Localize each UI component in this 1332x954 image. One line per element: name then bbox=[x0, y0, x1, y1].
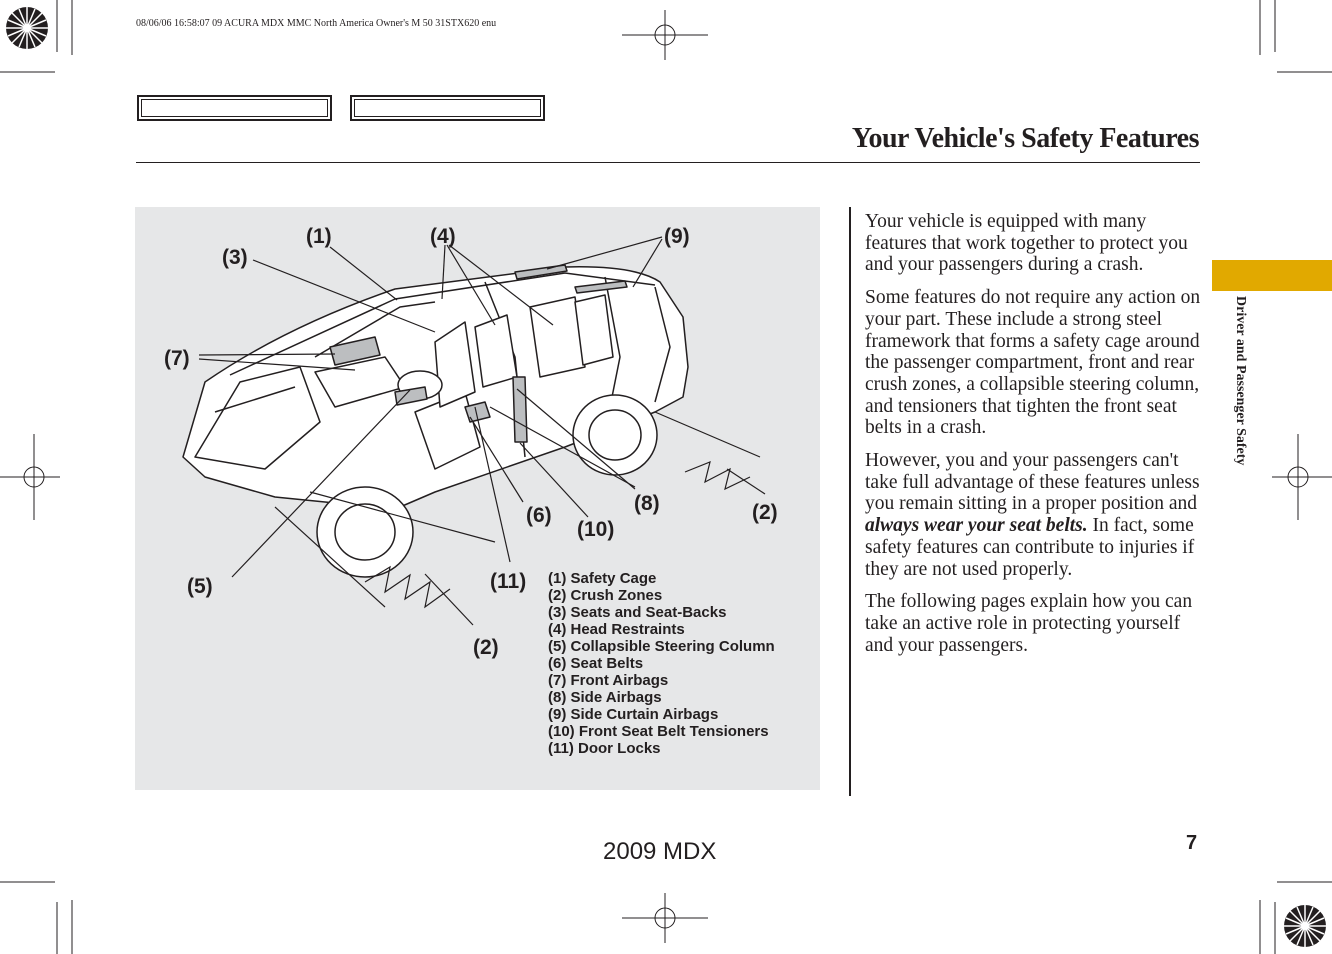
legend-item: (9) Side Curtain Airbags bbox=[548, 706, 719, 723]
section-tab-label: Driver and Passenger Safety bbox=[1226, 296, 1250, 536]
legend-item: (4) Head Restraints bbox=[548, 621, 685, 638]
footer-model: 2009 MDX bbox=[603, 838, 717, 865]
paragraph-3-text-end: In fact, some safety features can contri… bbox=[865, 515, 1195, 580]
paragraph-1: Your vehicle is equipped with many featu… bbox=[865, 211, 1188, 276]
title-rule bbox=[136, 162, 1200, 163]
callout-11: (11) bbox=[490, 570, 527, 593]
legend-item: (5) Collapsible Steering Column bbox=[548, 638, 775, 655]
legend-item: (11) Door Locks bbox=[548, 740, 661, 757]
figure-legend: (1) Safety Cage (2) Crush Zones (3) Seat… bbox=[548, 570, 775, 757]
section-tab-marker bbox=[1212, 260, 1332, 291]
starburst-mark-bottom-right bbox=[1284, 905, 1326, 947]
paragraph-4: The following pages explain how you can … bbox=[865, 591, 1193, 656]
page-number: 7 bbox=[1186, 832, 1198, 854]
print-metadata: 08/06/06 16:58:07 09 ACURA MDX MMC North… bbox=[136, 18, 497, 29]
callout-8: (8) bbox=[634, 492, 660, 515]
callout-2-rear: (2) bbox=[752, 501, 778, 524]
paragraph-2: Some features do not require any action … bbox=[865, 287, 1201, 439]
legend-item: (1) Safety Cage bbox=[548, 570, 657, 587]
callout-10: (10) bbox=[577, 518, 615, 541]
legend-item: (3) Seats and Seat-Backs bbox=[548, 604, 727, 621]
header-tab-box-1 bbox=[137, 95, 332, 121]
callout-5: (5) bbox=[187, 575, 213, 598]
paragraph-3: However, you and your passengers can't t… bbox=[865, 450, 1205, 580]
safety-features-illustration: (1) (4) (9) (3) (7) (8) (2) (6) (10) (11… bbox=[135, 207, 820, 790]
callout-3: (3) bbox=[222, 246, 248, 269]
legend-item: (10) Front Seat Belt Tensioners bbox=[548, 723, 769, 740]
callout-6: (6) bbox=[526, 504, 552, 527]
callout-9: (9) bbox=[664, 225, 690, 248]
section-tab-text: Driver and Passenger Safety bbox=[1233, 296, 1248, 466]
callout-7: (7) bbox=[164, 347, 190, 370]
callout-4: (4) bbox=[430, 225, 456, 248]
vehicle-cutaway-drawing bbox=[182, 236, 766, 626]
header-tab-box-2 bbox=[350, 95, 545, 121]
starburst-mark-top-left bbox=[6, 7, 48, 49]
legend-item: (8) Side Airbags bbox=[548, 689, 662, 706]
legend-item: (6) Seat Belts bbox=[548, 655, 644, 672]
legend-item: (7) Front Airbags bbox=[548, 672, 669, 689]
body-text: Your vehicle is equipped with many featu… bbox=[865, 211, 1205, 667]
callout-1: (1) bbox=[306, 225, 332, 248]
seat-belt-emphasis: always wear your seat belts. bbox=[865, 515, 1088, 537]
page-title: Your Vehicle's Safety Features bbox=[851, 123, 1200, 154]
column-divider bbox=[849, 207, 851, 796]
legend-item: (2) Crush Zones bbox=[548, 587, 663, 604]
callout-2-front: (2) bbox=[473, 636, 499, 659]
paragraph-3-text: However, you and your passengers can't t… bbox=[865, 450, 1200, 515]
